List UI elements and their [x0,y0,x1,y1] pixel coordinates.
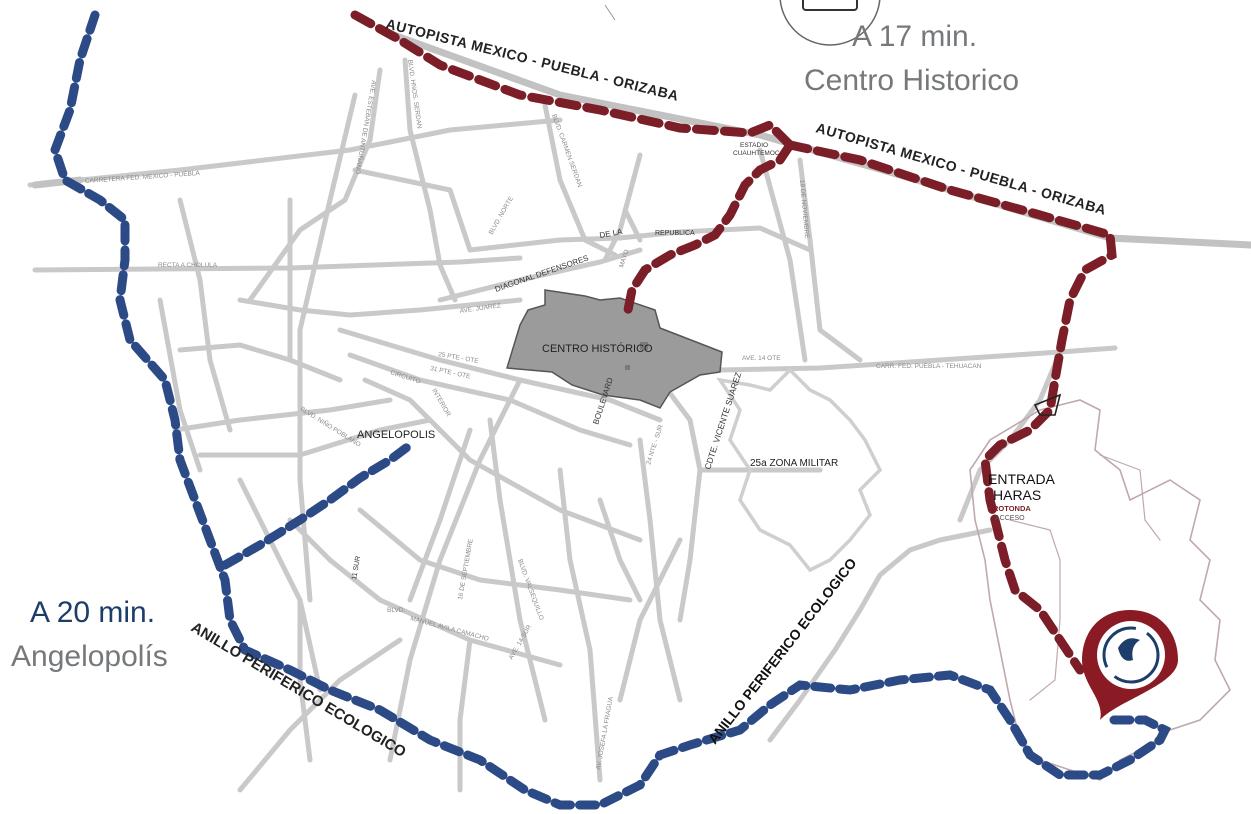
svg-text:MAYO: MAYO [618,249,630,269]
svg-text:DE LA: DE LA [599,227,624,240]
svg-text:BLVD. NORTE: BLVD. NORTE [488,195,516,236]
haras-label: HARAS [993,487,1041,503]
angelopolis-label: ANGELOPOLIS [357,429,435,441]
destination-pin-marker[interactable] [1082,610,1178,720]
svg-text:RECTA A CHOLULA: RECTA A CHOLULA [158,262,218,269]
angelopolis-place-label: Angelopolís [11,640,168,673]
rotonda-label: ROTONDA [993,504,1031,513]
estadio-label: ESTADIO [740,142,768,149]
svg-text:18 DE NOVIEMBRE: 18 DE NOVIEMBRE [798,180,810,240]
blue-route-periferico [50,10,1172,810]
cuauhtemoc-label: CUAUHTEMOC [733,150,780,157]
svg-text:AVE. ESTEBAN DE ANTUÑANO: AVE. ESTEBAN DE ANTUÑANO [353,80,378,175]
svg-text:INTERIOR: INTERIOR [430,388,452,419]
acceso-label: ACCESO [995,515,1025,522]
svg-text:CIRCUITO: CIRCUITO [389,369,421,385]
svg-text:CARR. FED. PUEBLA - TEHUACAN: CARR. FED. PUEBLA - TEHUACAN [876,363,982,370]
svg-text:BLVD.: BLVD. [387,607,405,614]
centro-historico-circle-icon [779,0,881,46]
svg-text:AVE. 14 OTE: AVE. 14 OTE [742,355,781,362]
svg-text:REPUBLICA: REPUBLICA [655,230,695,237]
centro-place-label: Centro Historico [804,64,1020,97]
svg-text:24 NTE - SUR: 24 NTE - SUR [645,424,665,466]
zona-militar-label: 25a ZONA MILITAR [750,458,838,469]
street-network [27,26,1251,793]
svg-text:11 SUR: 11 SUR [351,555,362,580]
entrada-label: ENTRADA [988,471,1056,487]
red-route-autopista-east [785,140,1117,675]
blue-route-angelopolis [220,440,415,570]
centro-historico-label: CENTRO HISTÓRICO [542,342,653,355]
autopista-label-east: AUTOPISTA MEXICO - PUEBLA - ORIZABA [814,120,1108,218]
angelopolis-time-label: A 20 min. [30,596,156,629]
centro-time-label: A 17 min. [852,20,978,53]
svg-text:16 DE SEPTIEMBRE: 16 DE SEPTIEMBRE [457,538,475,601]
red-route-centro [623,140,795,315]
red-route-autopista-west [350,10,795,150]
